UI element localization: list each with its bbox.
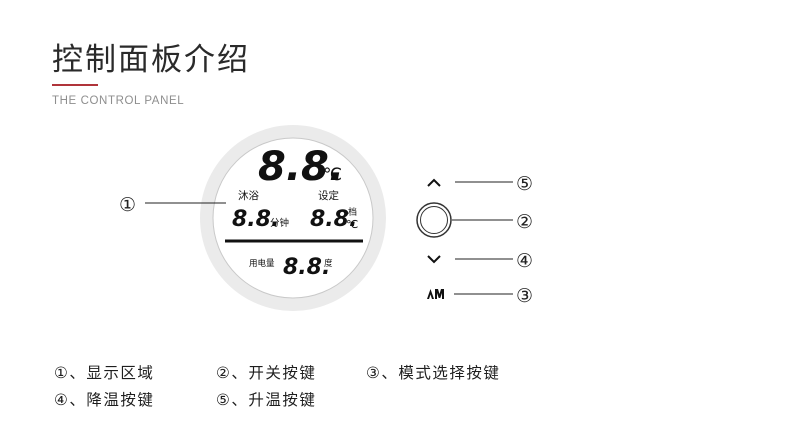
title-underline	[52, 84, 98, 86]
page-title: 控制面板介绍	[52, 42, 250, 78]
temperature-unit: ℃	[323, 165, 342, 185]
temperature-digits: 8.8.	[258, 144, 344, 190]
legend-item-down: ④、降温按键	[54, 391, 155, 409]
setting-digits: 8.8.	[310, 207, 357, 232]
power-digits: 8.8.	[283, 255, 330, 280]
power-label: 用电量	[249, 258, 275, 269]
legend-item-mode: ③、模式选择按键	[366, 364, 501, 382]
callout-up-number: ⑤	[516, 173, 533, 195]
am-mode-icon	[427, 289, 444, 299]
legend-item-display: ①、显示区域	[54, 364, 155, 382]
power-button[interactable]	[416, 202, 452, 238]
callout-mode-number: ③	[516, 285, 533, 307]
setting-label: 设定	[318, 189, 339, 202]
timer-unit: 分钟	[270, 217, 289, 229]
chevron-up-icon	[427, 178, 441, 187]
chevron-down-icon	[427, 255, 441, 264]
callout-center-number: ②	[516, 211, 533, 233]
power-button-inner	[420, 206, 448, 234]
temperature-down-button[interactable]	[427, 255, 441, 264]
display-face	[212, 137, 374, 299]
setting-unit-celsius: ℃	[346, 218, 358, 231]
power-unit: 度	[324, 258, 333, 269]
temperature-up-button[interactable]	[427, 178, 441, 187]
setting-unit-gear: 档	[348, 206, 357, 218]
page-subtitle: THE CONTROL PANEL	[52, 95, 185, 107]
bath-label: 沐浴	[238, 189, 259, 202]
callout-down-number: ④	[516, 250, 533, 272]
legend-item-up: ⑤、升温按键	[216, 391, 317, 409]
legend-item-power: ②、开关按键	[216, 364, 317, 382]
callout-display-number: ①	[119, 194, 136, 216]
timer-digits: 8.8.	[232, 207, 279, 232]
mode-button[interactable]	[427, 289, 444, 299]
